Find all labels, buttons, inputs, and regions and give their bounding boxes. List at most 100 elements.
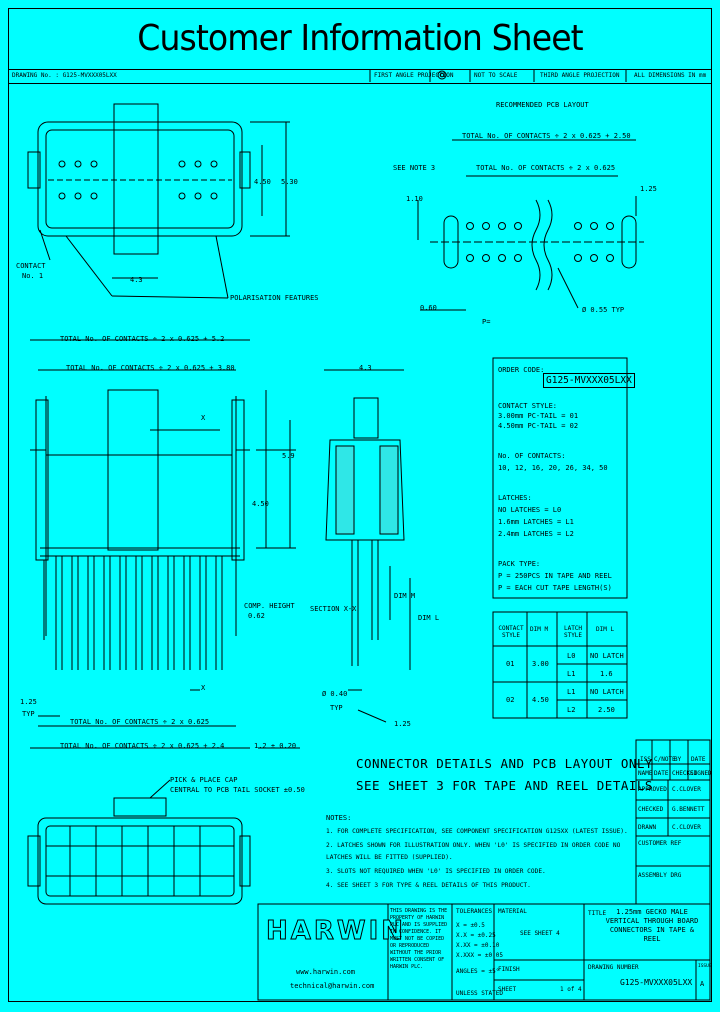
drawing-number-label: DRAWING NUMBER — [588, 964, 639, 971]
tol-line-3: X.XX = ±0.10 — [456, 942, 500, 949]
material-label: MATERIAL — [498, 908, 527, 915]
pick-place-2: CENTRAL TO PCB TAIL SOCKET ±0.50 — [170, 786, 305, 794]
note-2: 2. LATCHES SHOWN FOR ILLUSTRATION ONLY. … — [326, 842, 621, 849]
approved-value: C.CLOVER — [672, 786, 701, 793]
dim-450: 4.50 — [254, 178, 271, 186]
rev-row2-date: DATE — [654, 770, 669, 777]
sheet-value: 1 of 4 — [560, 986, 582, 993]
note-4: 4. SEE SHEET 3 FOR TYPE & REEL DETAILS O… — [326, 882, 531, 889]
drawn-value: C.CLOVER — [672, 824, 701, 831]
see-note-label: SEE NOTE 3 — [393, 164, 436, 172]
comp-height-label: COMP. HEIGHT — [244, 602, 295, 610]
table-header-dim-l: DIM L — [596, 626, 615, 633]
checked-label: CHECKED — [638, 806, 664, 813]
table-cell-450: 4.50 — [532, 696, 549, 704]
pcb-dim-total-a: TOTAL No. OF CONTACTS ÷ 2 x 0.625 + 2.50 — [462, 132, 631, 140]
issue-label: ISSUE — [698, 964, 712, 969]
pick-place-1: PICK & PLACE CAP — [170, 776, 238, 784]
pcb-hole: Ø 0.55 TYP — [582, 306, 625, 314]
table-cell-l2: L2 — [567, 706, 576, 714]
pack-type-1: P = 250PCS IN TAPE AND REEL — [498, 572, 612, 580]
table-header-dim-m: DIM M — [530, 626, 549, 633]
email-label: technical@harwin.com — [290, 982, 375, 990]
latch-2: 2.4mm LATCHES = L2 — [498, 530, 574, 538]
notes-heading: NOTES: — [326, 814, 352, 822]
latch-0: NO LATCHES = L0 — [498, 506, 562, 514]
front-dim-450: 4.50 — [252, 500, 269, 508]
contact-style-2: 4.50mm PC-TAIL = 02 — [498, 422, 579, 430]
contact-list: 10, 12, 16, 20, 26, 34, 50 — [498, 464, 608, 472]
pack-type-label: PACK TYPE: — [498, 560, 541, 568]
table-cell-l1a: L1 — [567, 670, 576, 678]
rev-row2-name: NAME — [638, 770, 653, 777]
front-dim-125: 1.25 — [20, 698, 37, 706]
pcb-dim-060: 0.60 — [420, 304, 437, 312]
note-2b: LATCHES WILL BE FITTED (SUPPLIED). — [326, 854, 453, 861]
side-dim-125: 1.25 — [394, 720, 411, 728]
drawn-label: DRAWN — [638, 824, 657, 831]
side-typ: TYP — [330, 704, 343, 712]
pcb-layout — [417, 139, 644, 311]
contact-label-1: CONTACT — [16, 262, 46, 270]
rev-header-cnote: C/NOTE — [654, 756, 676, 763]
connector-note-2: SEE SHEET 3 FOR TAPE AND REEL DETAILS — [356, 778, 653, 793]
table-cell-l0: L0 — [567, 652, 576, 660]
connector-note-1: CONNECTOR DETAILS AND PCB LAYOUT ONLY — [356, 756, 653, 771]
finish-label: FINISH — [498, 966, 520, 973]
front-dim-total4: TOTAL No. OF CONTACTS ÷ 2 x 0.625 + 2.4 — [60, 742, 225, 750]
contact-label-2: No. 1 — [22, 272, 44, 280]
website-label: www.harwin.com — [296, 968, 356, 976]
table-cell-16: 1.6 — [600, 670, 613, 678]
dimensions-label: ALL DIMENSIONS IN mm — [634, 72, 707, 79]
table-cell-nolatch2: NO LATCH — [590, 688, 624, 696]
front-dim-062: 0.62 — [248, 612, 265, 620]
approved-label: APPROVED — [638, 786, 667, 793]
note-1: 1. FOR COMPLETE SPECIFICATION, SEE COMPO… — [326, 828, 628, 835]
assembly-label: ASSEMBLY DRG — [638, 872, 682, 879]
copyright-text: THIS DRAWING IS THE PROPERTY OF HARWIN P… — [390, 908, 448, 970]
drawing-no-label: DRAWING No. : G125-MVXXX05LXX — [12, 72, 117, 79]
table-header-latch-style: LATCH STYLE — [563, 625, 583, 639]
no-contacts-label: No. OF CONTACTS: — [498, 452, 566, 460]
dim-m-label: DIM M — [394, 592, 416, 600]
sheet-frame — [8, 8, 712, 1002]
rev-header-by: BY — [674, 756, 682, 763]
harwin-logo: HARWIN — [265, 916, 407, 947]
front-typ: TYP — [22, 710, 35, 718]
table-cell-01: 01 — [506, 660, 515, 668]
doc-title-value: 1.25mm GECKO MALE VERTICAL THROUGH BOARD… — [605, 908, 699, 943]
page-title: Customer Information Sheet — [137, 18, 583, 59]
latches-label: LATCHES: — [498, 494, 532, 502]
rev-row2-checked: CHECKED — [672, 770, 698, 777]
pcb-pitch: P= — [482, 318, 491, 326]
issue-value: A — [700, 980, 705, 988]
contact-style-label: CONTACT STYLE: — [498, 402, 558, 410]
doc-title-label: TITLE — [588, 910, 607, 917]
order-code-label: ORDER CODE: — [498, 366, 545, 374]
material-value: SEE SHEET 4 — [520, 930, 560, 937]
customer-ref-label: CUSTOMER REF — [638, 840, 682, 847]
side-dim-040: Ø 0.40 — [322, 690, 348, 698]
note-3: 3. SLOTS NOT REQUIRED WHEN 'L0' IS SPECI… — [326, 868, 546, 875]
tol-line-4: X.XXX = ±0.05 — [456, 952, 503, 959]
tol-line-2: X.X = ±0.25 — [456, 932, 496, 939]
front-dim-gap: 1.2 ± 0.20 — [254, 742, 297, 750]
side-dim-43: 4.3 — [359, 364, 372, 372]
table-header-contact-style: CONTACT STYLE — [498, 625, 524, 639]
latch-1: 1.6mm LATCHES = L1 — [498, 518, 574, 526]
dim-l-label: DIM L — [418, 614, 440, 622]
tol-line-5: ANGLES = ±5° — [456, 968, 500, 975]
not-to-scale-label: NOT TO SCALE — [474, 72, 518, 79]
third-angle-label: THIRD ANGLE PROJECTION — [540, 72, 620, 79]
pcb-dim-total-b: TOTAL No. OF CONTACTS ÷ 2 x 0.625 — [476, 164, 616, 172]
sheet-label: SHEET — [498, 986, 517, 993]
dim-530: 5.30 — [281, 178, 298, 186]
section-x-top: X — [201, 414, 206, 422]
table-cell-02: 02 — [506, 696, 515, 704]
rev-header-date: DATE — [691, 756, 706, 763]
tol-line-1: X = ±0.5 — [456, 922, 485, 929]
front-dim-59: 5.9 — [282, 452, 295, 460]
section-label: SECTION X-X — [310, 605, 357, 613]
bottom-view-connector — [27, 779, 251, 905]
